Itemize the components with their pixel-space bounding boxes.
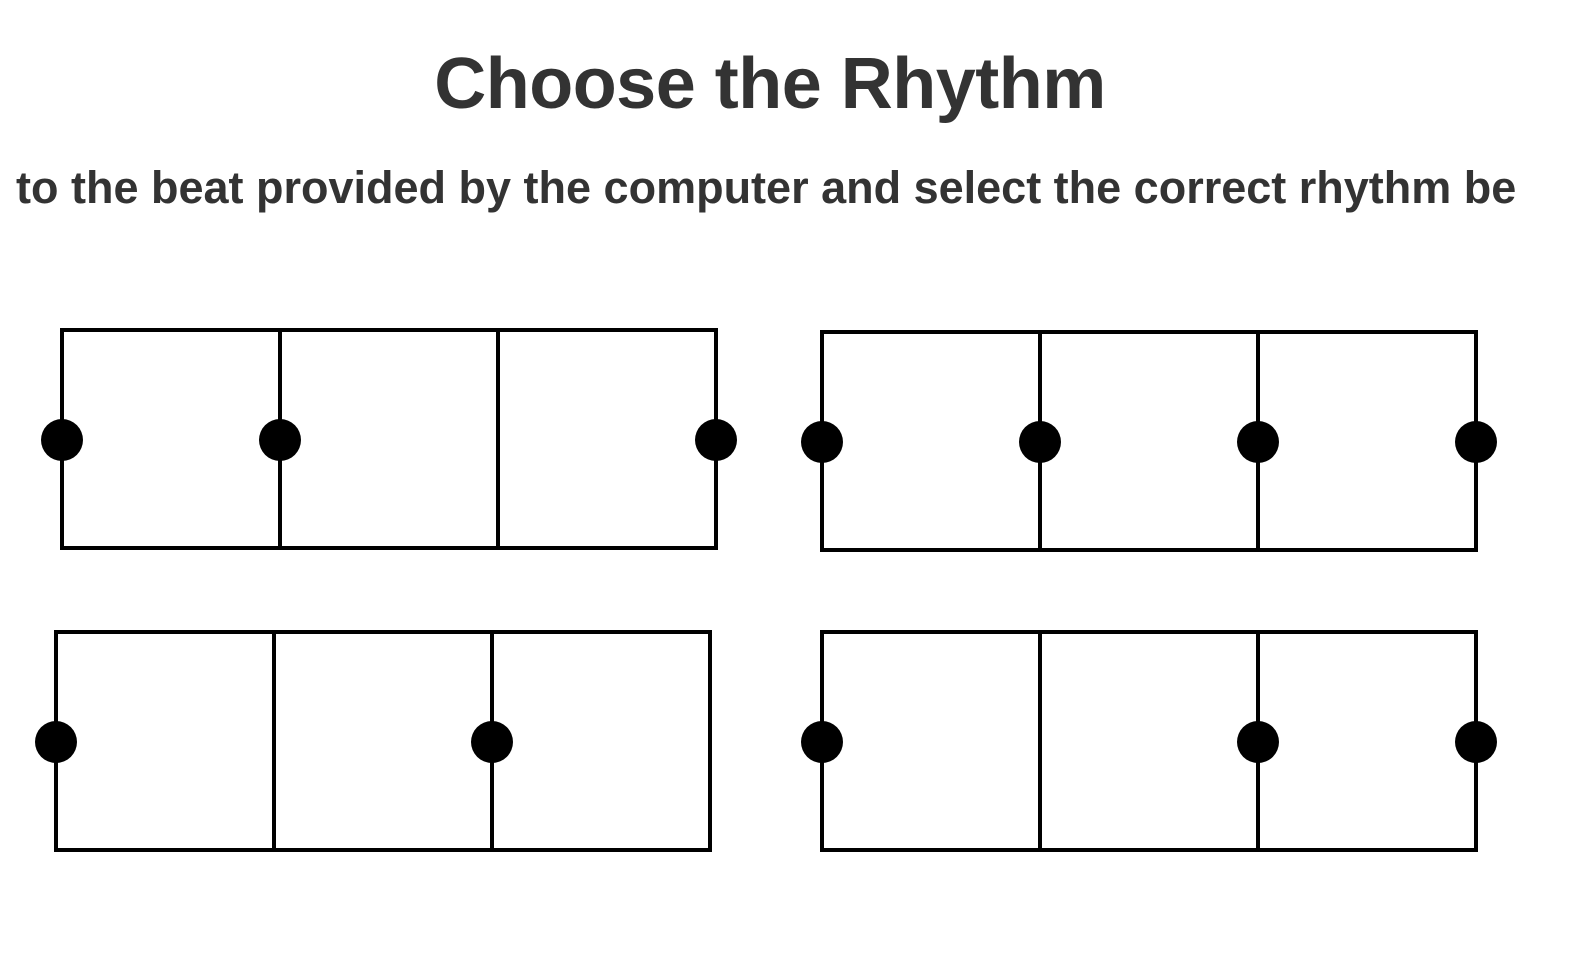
note-dot [259, 419, 301, 461]
rhythm-option-2[interactable] [801, 330, 1497, 552]
rhythm-box-outline [820, 630, 1478, 852]
rhythm-option-4[interactable] [801, 630, 1497, 852]
rhythm-option-3[interactable] [35, 630, 712, 852]
rhythm-box-outline [60, 328, 718, 550]
instructions-text: to the beat provided by the computer and… [16, 162, 1517, 213]
note-dot [1019, 421, 1061, 463]
note-dot [801, 721, 843, 763]
rhythm-diagram-3 [35, 630, 712, 852]
note-dot [1237, 721, 1279, 763]
rhythm-box-outline [54, 630, 712, 852]
rhythm-option-1[interactable] [41, 328, 737, 550]
page-title: Choose the Rhythm [434, 44, 1106, 124]
rhythm-box-outline [820, 330, 1478, 552]
note-dot [471, 721, 513, 763]
rhythm-diagram-4 [801, 630, 1497, 852]
note-dot [695, 419, 737, 461]
rhythm-diagram-1 [41, 328, 737, 550]
note-dot [801, 421, 843, 463]
note-dot [41, 419, 83, 461]
rhythm-diagram-2 [801, 330, 1497, 552]
note-dot [35, 721, 77, 763]
note-dot [1237, 421, 1279, 463]
note-dot [1455, 421, 1497, 463]
note-dot [1455, 721, 1497, 763]
